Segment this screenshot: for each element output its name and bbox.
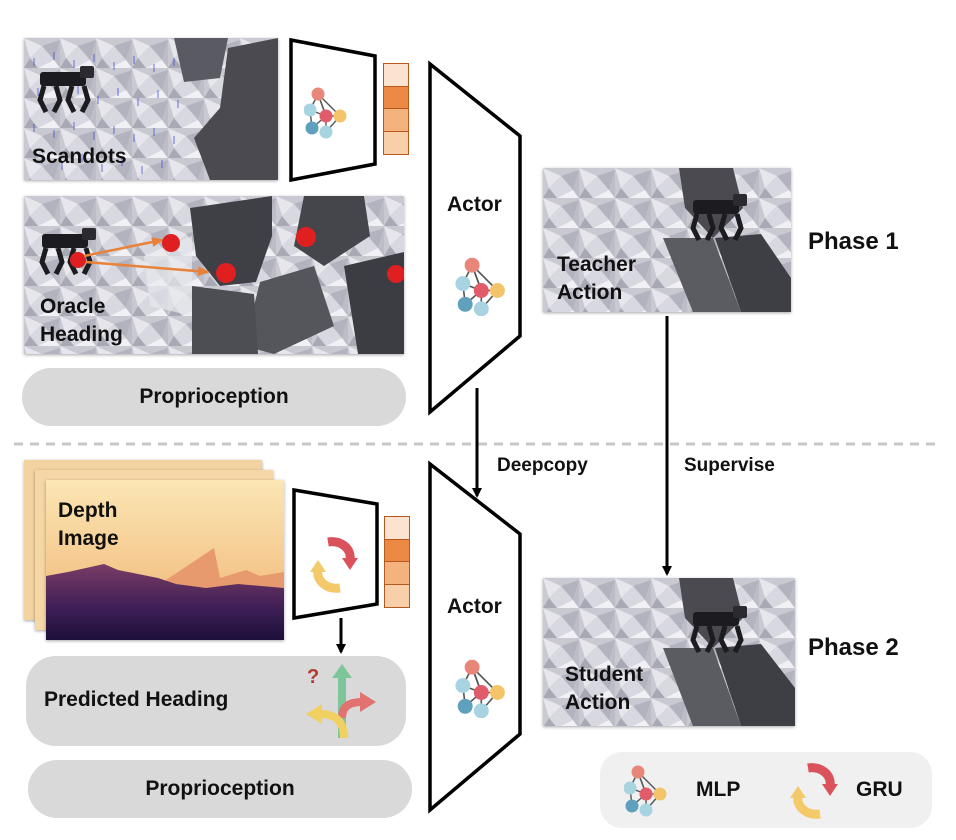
- legend-gru-icon: [790, 762, 840, 825]
- student-label-line2: Action: [565, 691, 631, 714]
- token-cell: [385, 562, 409, 585]
- legend: MLP GRU: [600, 752, 932, 828]
- actor1-mlp-icon: [452, 256, 510, 321]
- proprioception-label: Proprioception: [139, 385, 289, 408]
- scandots-image: [24, 38, 278, 180]
- depth-label-line2: Image: [58, 527, 119, 550]
- student-action-image: [543, 578, 795, 726]
- token-cell: [384, 109, 408, 132]
- oracle-label-line2: Heading: [40, 323, 123, 346]
- teacher-label-line2: Action: [557, 281, 623, 304]
- token-cell: [384, 131, 408, 154]
- token-cell: [384, 64, 408, 87]
- token-cell: [385, 517, 409, 540]
- actor1-shape: [428, 60, 522, 416]
- legend-mlp-label: MLP: [696, 778, 741, 801]
- phase1-label: Phase 1: [808, 228, 899, 255]
- actor1-label: Actor: [447, 193, 502, 216]
- teacher-action-panel: Teacher Action: [543, 168, 791, 312]
- phase1-feature-token: [383, 63, 409, 155]
- teacher-action-image: [543, 168, 791, 312]
- scandots-mlp-icon: [302, 86, 350, 147]
- phase2-feature-token: [384, 516, 410, 608]
- depth-gru-icon: [310, 536, 360, 599]
- oracle-heading-image: [24, 196, 404, 354]
- heading-options-icon: ?: [304, 662, 388, 742]
- actor2-shape: [428, 460, 522, 814]
- legend-mlp-icon: [622, 764, 674, 823]
- predicted-heading-pill: Predicted Heading ?: [26, 656, 406, 746]
- depth-image-panel: Depth Image: [46, 480, 284, 640]
- depth-image: [46, 480, 284, 640]
- scandots-panel: Scandots: [24, 38, 278, 180]
- depth-label-line1: Depth: [58, 499, 118, 522]
- oracle-heading-panel: Oracle Heading: [24, 196, 404, 354]
- uncertainty-mark: ?: [307, 666, 320, 688]
- deepcopy-label: Deepcopy: [497, 455, 588, 476]
- proprioception-label: Proprioception: [145, 777, 295, 800]
- predicted-heading-label: Predicted Heading: [44, 688, 229, 711]
- teacher-label-line1: Teacher: [557, 253, 636, 276]
- scandots-label: Scandots: [32, 145, 127, 168]
- scandots-encoder-shape: [289, 37, 377, 183]
- actor2-mlp-icon: [452, 658, 510, 723]
- oracle-label-line1: Oracle: [40, 295, 106, 318]
- proprioception-pill-phase1: Proprioception: [22, 368, 406, 426]
- proprioception-pill-phase2: Proprioception: [28, 760, 412, 818]
- phase2-label: Phase 2: [808, 634, 899, 661]
- student-action-panel: Student Action: [543, 578, 795, 726]
- token-cell: [385, 539, 409, 562]
- legend-gru-label: GRU: [856, 778, 903, 801]
- token-cell: [385, 584, 409, 607]
- supervise-label: Supervise: [684, 455, 775, 476]
- actor2-label: Actor: [447, 595, 502, 618]
- gru-encoder-shape: [292, 487, 379, 621]
- token-cell: [384, 86, 408, 109]
- student-label-line1: Student: [565, 663, 644, 686]
